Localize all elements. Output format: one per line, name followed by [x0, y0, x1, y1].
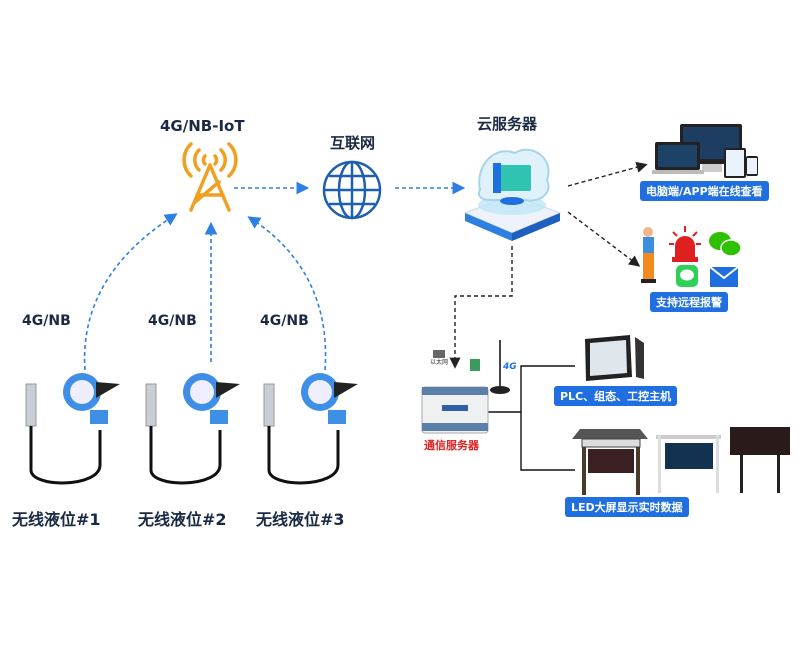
industrial-panel-icon: [585, 335, 644, 381]
siren-icon: [669, 226, 701, 262]
cloud-label: 云服务器: [477, 115, 538, 133]
alarm-label: 支持远程报警: [650, 292, 728, 312]
globe-icon: [322, 160, 382, 220]
dashboard-screen-icon: [656, 435, 721, 493]
kiosk-led-icon: [572, 429, 648, 495]
liquid-level-sensor-1-icon: [25, 373, 120, 485]
led-screens-icon: [572, 427, 790, 495]
sensor-1-link-label: 4G/NB: [22, 313, 71, 329]
ethernet-label: 以太网: [430, 359, 449, 366]
liquid-level-sensor-3-icon: [263, 373, 358, 485]
antenna-4g-label: 4G: [503, 362, 517, 372]
link-sensor1-tower: [83, 213, 178, 371]
sim-card-icon: [470, 359, 480, 371]
ethernet-port-icon: [433, 350, 445, 358]
pc-app-label: 电脑端/APP端在线查看: [640, 181, 769, 201]
plc-label: PLC、组态、工控主机: [554, 386, 678, 406]
cloud-server-icon: [463, 148, 562, 241]
sensor-2-label: 无线液位#2: [138, 510, 227, 529]
internet-label: 互联网: [330, 134, 376, 152]
message-icon: [676, 265, 698, 287]
comm-server-device-icon: [421, 386, 489, 434]
cell-tower-icon: [182, 142, 238, 212]
person-icon: [641, 227, 656, 283]
computer-devices-icon: [652, 124, 758, 178]
sensor-3-label: 无线液位#3: [256, 510, 345, 529]
link-cloud-alarm: [567, 211, 641, 267]
led-label: LED大屏显示实时数据: [565, 497, 689, 517]
link-sensor3-tower: [247, 216, 327, 371]
alarm-icons: [641, 226, 742, 287]
led-board-icon: [730, 427, 790, 493]
sensor-1-label: 无线液位#1: [12, 510, 101, 529]
wechat-icon: [709, 232, 742, 257]
link-comm-led: [520, 412, 575, 471]
link-cloud-pc: [567, 161, 648, 187]
sensor-3-link-label: 4G/NB: [260, 313, 309, 329]
liquid-level-sensor-2-icon: [145, 373, 240, 485]
link-comm-plc: [480, 365, 575, 413]
tower-label: 4G/NB-IoT: [160, 117, 245, 135]
link-cloud-comm: [449, 246, 513, 369]
sensor-2-link-label: 4G/NB: [148, 313, 197, 329]
antenna-icon: [490, 340, 510, 394]
mail-icon: [709, 266, 739, 287]
comm-server-label: 通信服务器: [424, 439, 479, 452]
